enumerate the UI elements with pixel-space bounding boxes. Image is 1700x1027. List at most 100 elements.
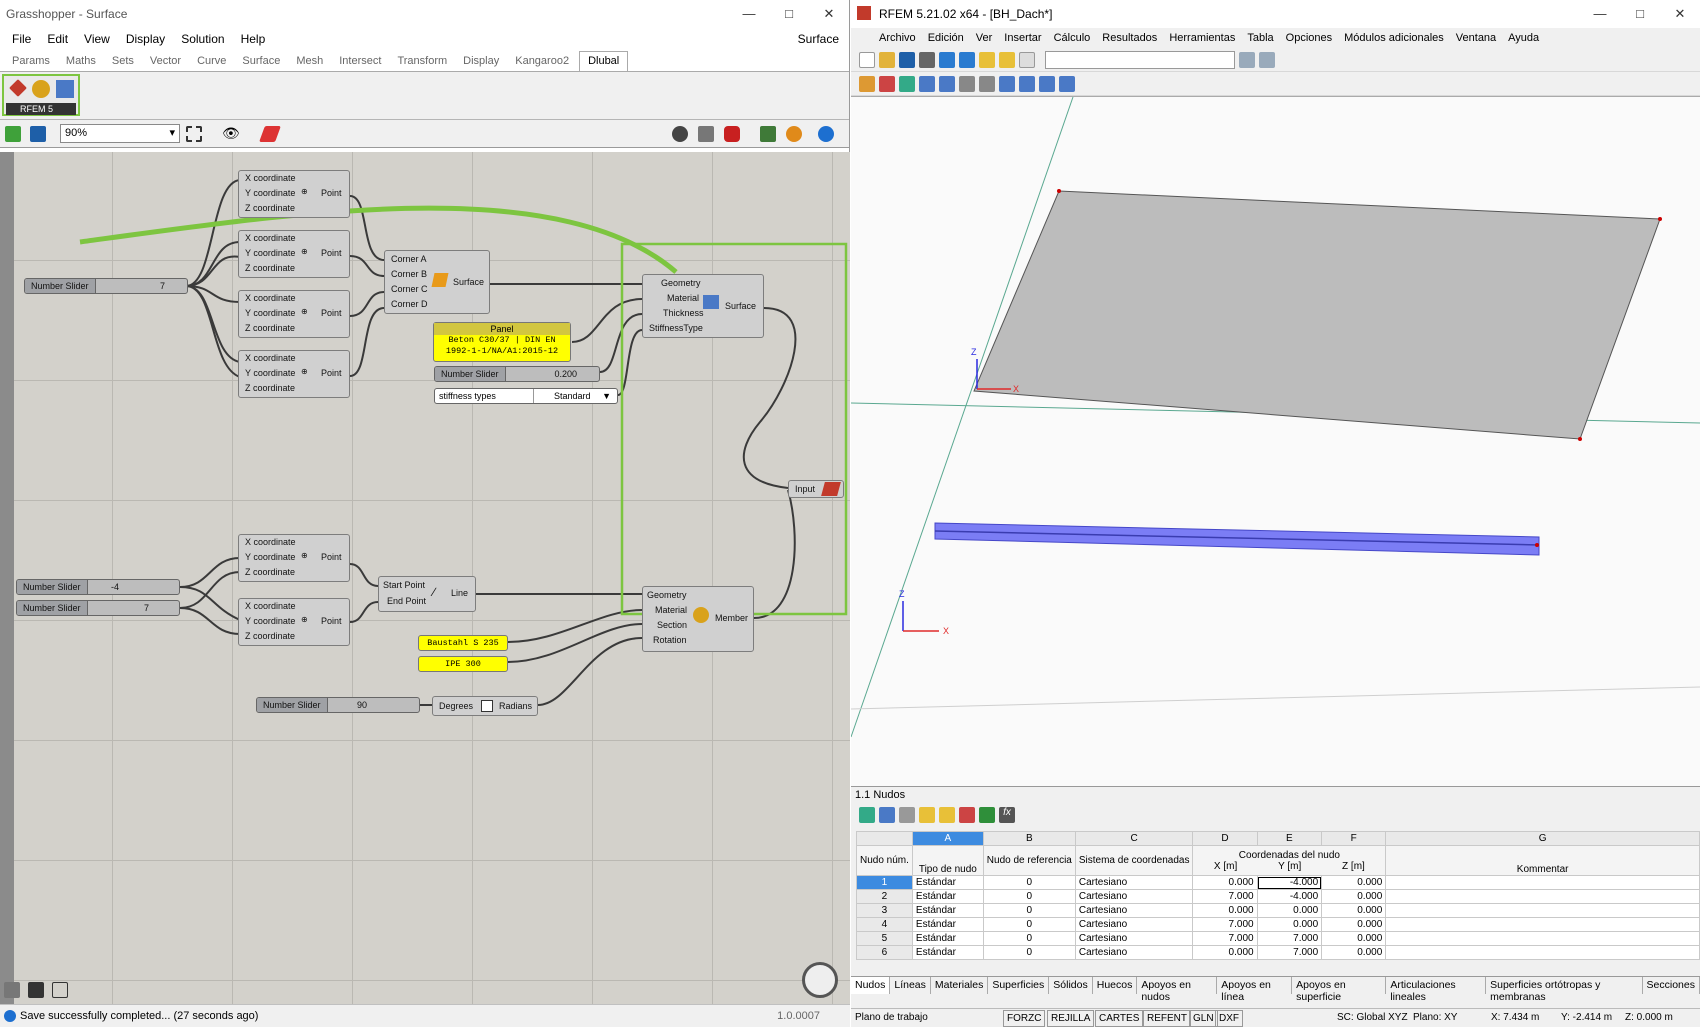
cell-tipo[interactable]: Estándar [911,945,984,960]
menu-tabla[interactable]: Tabla [1247,32,1274,44]
degrees-input[interactable]: Degrees [439,701,474,711]
tab-solidos[interactable]: Sólidos [1049,977,1093,994]
save-icon[interactable] [30,126,46,142]
cell-y[interactable]: 7.000 [1256,931,1323,946]
tab-maths[interactable]: Maths [65,55,96,67]
col-letter[interactable]: E [1256,831,1323,846]
rfem-surface-output[interactable]: Surface [725,301,757,311]
y-coordinate-input[interactable]: Y coordinate [245,308,296,318]
x-coordinate-input[interactable]: X coordinate [245,233,296,243]
slider-value[interactable]: 7 [159,281,165,291]
geometry-input[interactable]: Geometry [661,278,701,288]
render-sphere-icon[interactable] [818,126,834,142]
menu-resultados[interactable]: Resultados [1102,32,1158,44]
tab-apoyos-linea[interactable]: Apoyos en línea [1217,977,1293,1003]
cell-z[interactable]: 0.000 [1321,889,1387,904]
z-coordinate-input[interactable]: Z coordinate [245,383,296,393]
material-icon[interactable] [786,126,802,142]
col-letter[interactable]: G [1385,831,1700,846]
row-num[interactable]: 2 [856,889,913,904]
cell-ref[interactable]: 0 [982,889,1076,904]
menu-help[interactable]: Help [240,32,266,46]
point-node-3[interactable]: X coordinate Y coordinate Z coordinate ⊕… [238,290,350,338]
point-node-1[interactable]: X coordinate Y coordinate Z coordinate ⊕… [238,170,350,218]
view-z-icon[interactable] [1059,75,1075,92]
material-input[interactable]: Material [667,293,700,303]
cell-sys[interactable]: Cartesiano [1074,903,1194,918]
new-file-icon[interactable] [859,51,875,68]
tab-vector[interactable]: Vector [149,55,182,67]
view-x-icon[interactable] [1019,75,1035,92]
cell-x[interactable]: 7.000 [1192,917,1258,932]
cell-ref[interactable]: 0 [982,903,1076,918]
table-delete-icon[interactable] [959,807,975,823]
cell-sys[interactable]: Cartesiano [1074,917,1194,932]
table-row[interactable]: 3 Estándar 0 Cartesiano 0.000 0.000 0.00… [856,903,1700,918]
rfem-3d-viewport[interactable]: Z X Z X [850,96,1700,786]
z-coordinate-input[interactable]: Z coordinate [245,203,296,213]
col-letter[interactable]: C [1074,831,1194,846]
point-node-2[interactable]: X coordinate Y coordinate Z coordinate ⊕… [238,230,350,278]
solid-icon[interactable] [939,75,955,92]
section-input[interactable]: Section [657,620,688,630]
cell-z[interactable]: 0.000 [1321,945,1387,960]
menu-calculo[interactable]: Cálculo [1053,32,1091,44]
member-output[interactable]: Member [715,613,749,623]
tab-display[interactable]: Display [463,55,500,67]
point-node-6[interactable]: X coordinate Y coordinate Z coordinate ⊕… [238,598,350,646]
minimize-icon[interactable]: — [1593,6,1607,21]
cell-comment[interactable] [1385,931,1700,946]
wand-icon[interactable] [32,80,50,98]
cell-tipo[interactable]: Estándar [911,875,984,890]
slider-value[interactable]: 90 [356,700,367,710]
col-letter[interactable]: A [911,831,984,846]
loadcase-combo[interactable] [1045,50,1235,69]
x-coordinate-input[interactable]: X coordinate [245,293,296,303]
formula-icon[interactable]: fx [999,807,1015,823]
number-slider-rotation[interactable]: Number Slider 90 [256,697,420,713]
toggle-dxf[interactable]: DXF [1215,1010,1243,1027]
results-icon[interactable] [999,51,1015,68]
cell-z[interactable]: 0.000 [1321,903,1387,918]
gh-canvas[interactable]: X coordinate Y coordinate Z coordinate ⊕… [0,152,850,1004]
toggle-forzc[interactable]: FORZC [1003,1010,1046,1027]
support-icon[interactable] [959,75,975,92]
corner-c-input[interactable]: Corner C [391,284,428,294]
steel-material-panel[interactable]: Baustahl S 235 [418,635,508,651]
radians-output[interactable]: Radians [499,701,533,711]
tab-curve[interactable]: Curve [197,55,227,67]
toggle-rejilla[interactable]: REJILLA [1047,1010,1095,1027]
surface-icon[interactable] [919,75,935,92]
toggle-cartes[interactable]: CARTES [1095,1010,1144,1027]
y-coordinate-input[interactable]: Y coordinate [245,248,296,258]
menu-file[interactable]: File [12,32,32,46]
rfem-surface-node[interactable]: Geometry Material Thickness StiffnessTyp… [642,274,764,338]
z-coordinate-input[interactable]: Z coordinate [245,631,296,641]
select-icon[interactable] [859,75,875,92]
open-folder-icon[interactable] [5,126,21,142]
table-filter-icon[interactable] [939,807,955,823]
tab-superficies-ortotropas[interactable]: Superficies ortótropas y membranas [1486,977,1643,1003]
print-icon[interactable] [919,51,935,68]
row-num[interactable]: 6 [856,945,913,960]
tab-dlubal[interactable]: Dlubal [579,51,629,71]
line-output[interactable]: Line [451,588,469,598]
zoom-extents-icon[interactable] [186,126,202,142]
table-filter-icon[interactable] [919,807,935,823]
cell-sys[interactable]: Cartesiano [1074,889,1194,904]
tab-materiales[interactable]: Materiales [931,977,989,994]
sketch-icon[interactable] [259,126,281,142]
menu-herramientas[interactable]: Herramientas [1169,32,1236,44]
material-input[interactable]: Material [655,605,688,615]
number-slider-x[interactable]: Number Slider 7 [16,600,180,616]
tab-nudos[interactable]: Nudos [851,977,891,994]
cell-comment[interactable] [1385,917,1700,932]
menu-solution[interactable]: Solution [181,32,225,46]
corner-d-input[interactable]: Corner D [391,299,428,309]
maximize-icon[interactable]: □ [785,6,793,21]
table-tool-icon[interactable] [899,807,915,823]
cell-y[interactable]: 0.000 [1256,903,1323,918]
y-coordinate-input[interactable]: Y coordinate [245,552,296,562]
tab-intersect[interactable]: Intersect [339,55,382,67]
x-coordinate-input[interactable]: X coordinate [245,537,296,547]
